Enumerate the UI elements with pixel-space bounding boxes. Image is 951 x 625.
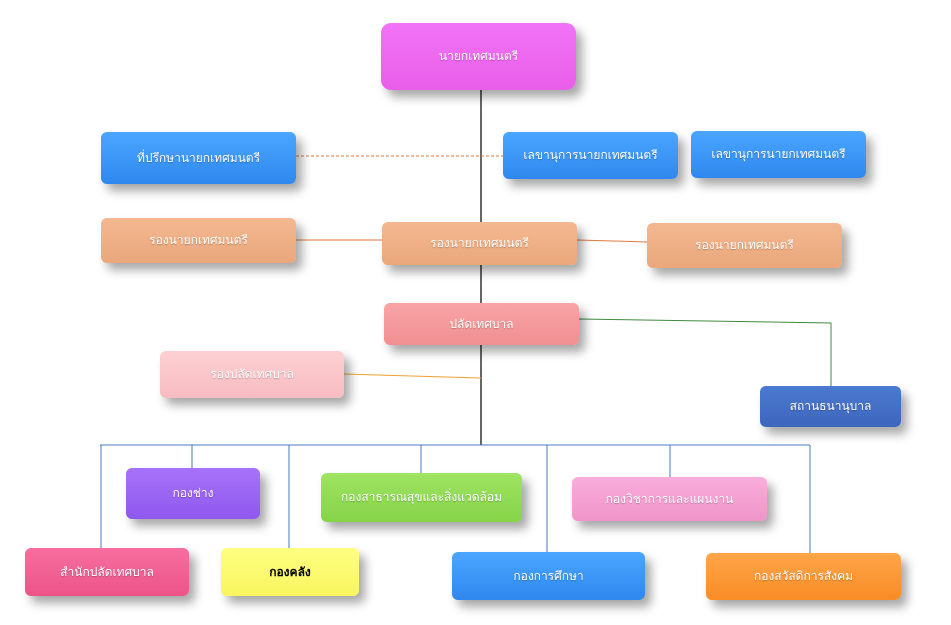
node-deputy-municipal-clerk: รองปลัดเทศบาล bbox=[160, 351, 344, 398]
node-treasury-division-label: กองคลัง bbox=[269, 564, 311, 579]
node-pawnshop: สถานธนานุบาล bbox=[760, 386, 901, 427]
node-secretary-1-label: เลขานุการนายกเทศมนตรี bbox=[523, 148, 658, 162]
node-engineering-division: กองช่าง bbox=[126, 468, 260, 519]
node-deputy-mayor-right: รองนายกเทศมนตรี bbox=[647, 223, 842, 268]
node-deputy-mayor-right-label: รองนายกเทศมนตรี bbox=[695, 238, 794, 252]
node-public-health-division-label: กองสาธารณสุขและสิ่งแวดล้อม bbox=[340, 490, 502, 504]
node-planning-division-label: กองวิชาการและแผนงาน bbox=[605, 491, 734, 506]
node-pawnshop-label: สถานธนานุบาล bbox=[789, 399, 872, 413]
node-secretary-1: เลขานุการนายกเทศมนตรี bbox=[503, 132, 678, 179]
node-mayor: นายกเทศมนตรี bbox=[381, 23, 576, 90]
node-advisor: ที่ปรึกษานายกเทศมนตรี bbox=[101, 132, 296, 184]
node-municipal-clerk: ปลัดเทศบาล bbox=[384, 303, 579, 345]
node-advisor-label: ที่ปรึกษานายกเทศมนตรี bbox=[136, 150, 261, 165]
node-treasury-division: กองคลัง bbox=[221, 548, 359, 596]
node-welfare-division-label: กองสวัสดิการสังคม bbox=[753, 569, 854, 583]
node-education-division: กองการศึกษา bbox=[452, 552, 645, 600]
node-secretary-2: เลขานุการนายกเทศมนตรี bbox=[691, 131, 866, 178]
node-public-health-division: กองสาธารณสุขและสิ่งแวดล้อม bbox=[321, 473, 522, 522]
node-welfare-division: กองสวัสดิการสังคม bbox=[706, 553, 901, 600]
connector-deputy-clerk bbox=[343, 373, 482, 379]
node-deputy-mayor-left-label: รองนายกเทศมนตรี bbox=[149, 233, 248, 247]
node-secretary-2-label: เลขานุการนายกเทศมนตรี bbox=[711, 147, 846, 161]
node-deputy-municipal-clerk-label: รองปลัดเทศบาล bbox=[210, 367, 294, 381]
node-deputy-mayor-left: รองนายกเทศมนตรี bbox=[101, 218, 296, 263]
node-mayor-label: นายกเทศมนตรี bbox=[438, 49, 519, 63]
connector-clerk-to-pawnshop bbox=[578, 318, 832, 386]
node-clerk-office-label: สำนักปลัดเทศบาล bbox=[60, 564, 154, 579]
node-deputy-mayor-center-label: รองนายกเทศมนตรี bbox=[430, 236, 529, 250]
node-engineering-division-label: กองช่าง bbox=[172, 486, 214, 500]
node-clerk-office: สำนักปลัดเทศบาล bbox=[25, 548, 189, 596]
connector-deputy-right bbox=[576, 239, 648, 243]
node-planning-division: กองวิชาการและแผนงาน bbox=[572, 477, 767, 521]
node-education-division-label: กองการศึกษา bbox=[513, 568, 584, 583]
node-municipal-clerk-label: ปลัดเทศบาล bbox=[449, 316, 514, 331]
node-deputy-mayor-center: รองนายกเทศมนตรี bbox=[382, 222, 577, 265]
